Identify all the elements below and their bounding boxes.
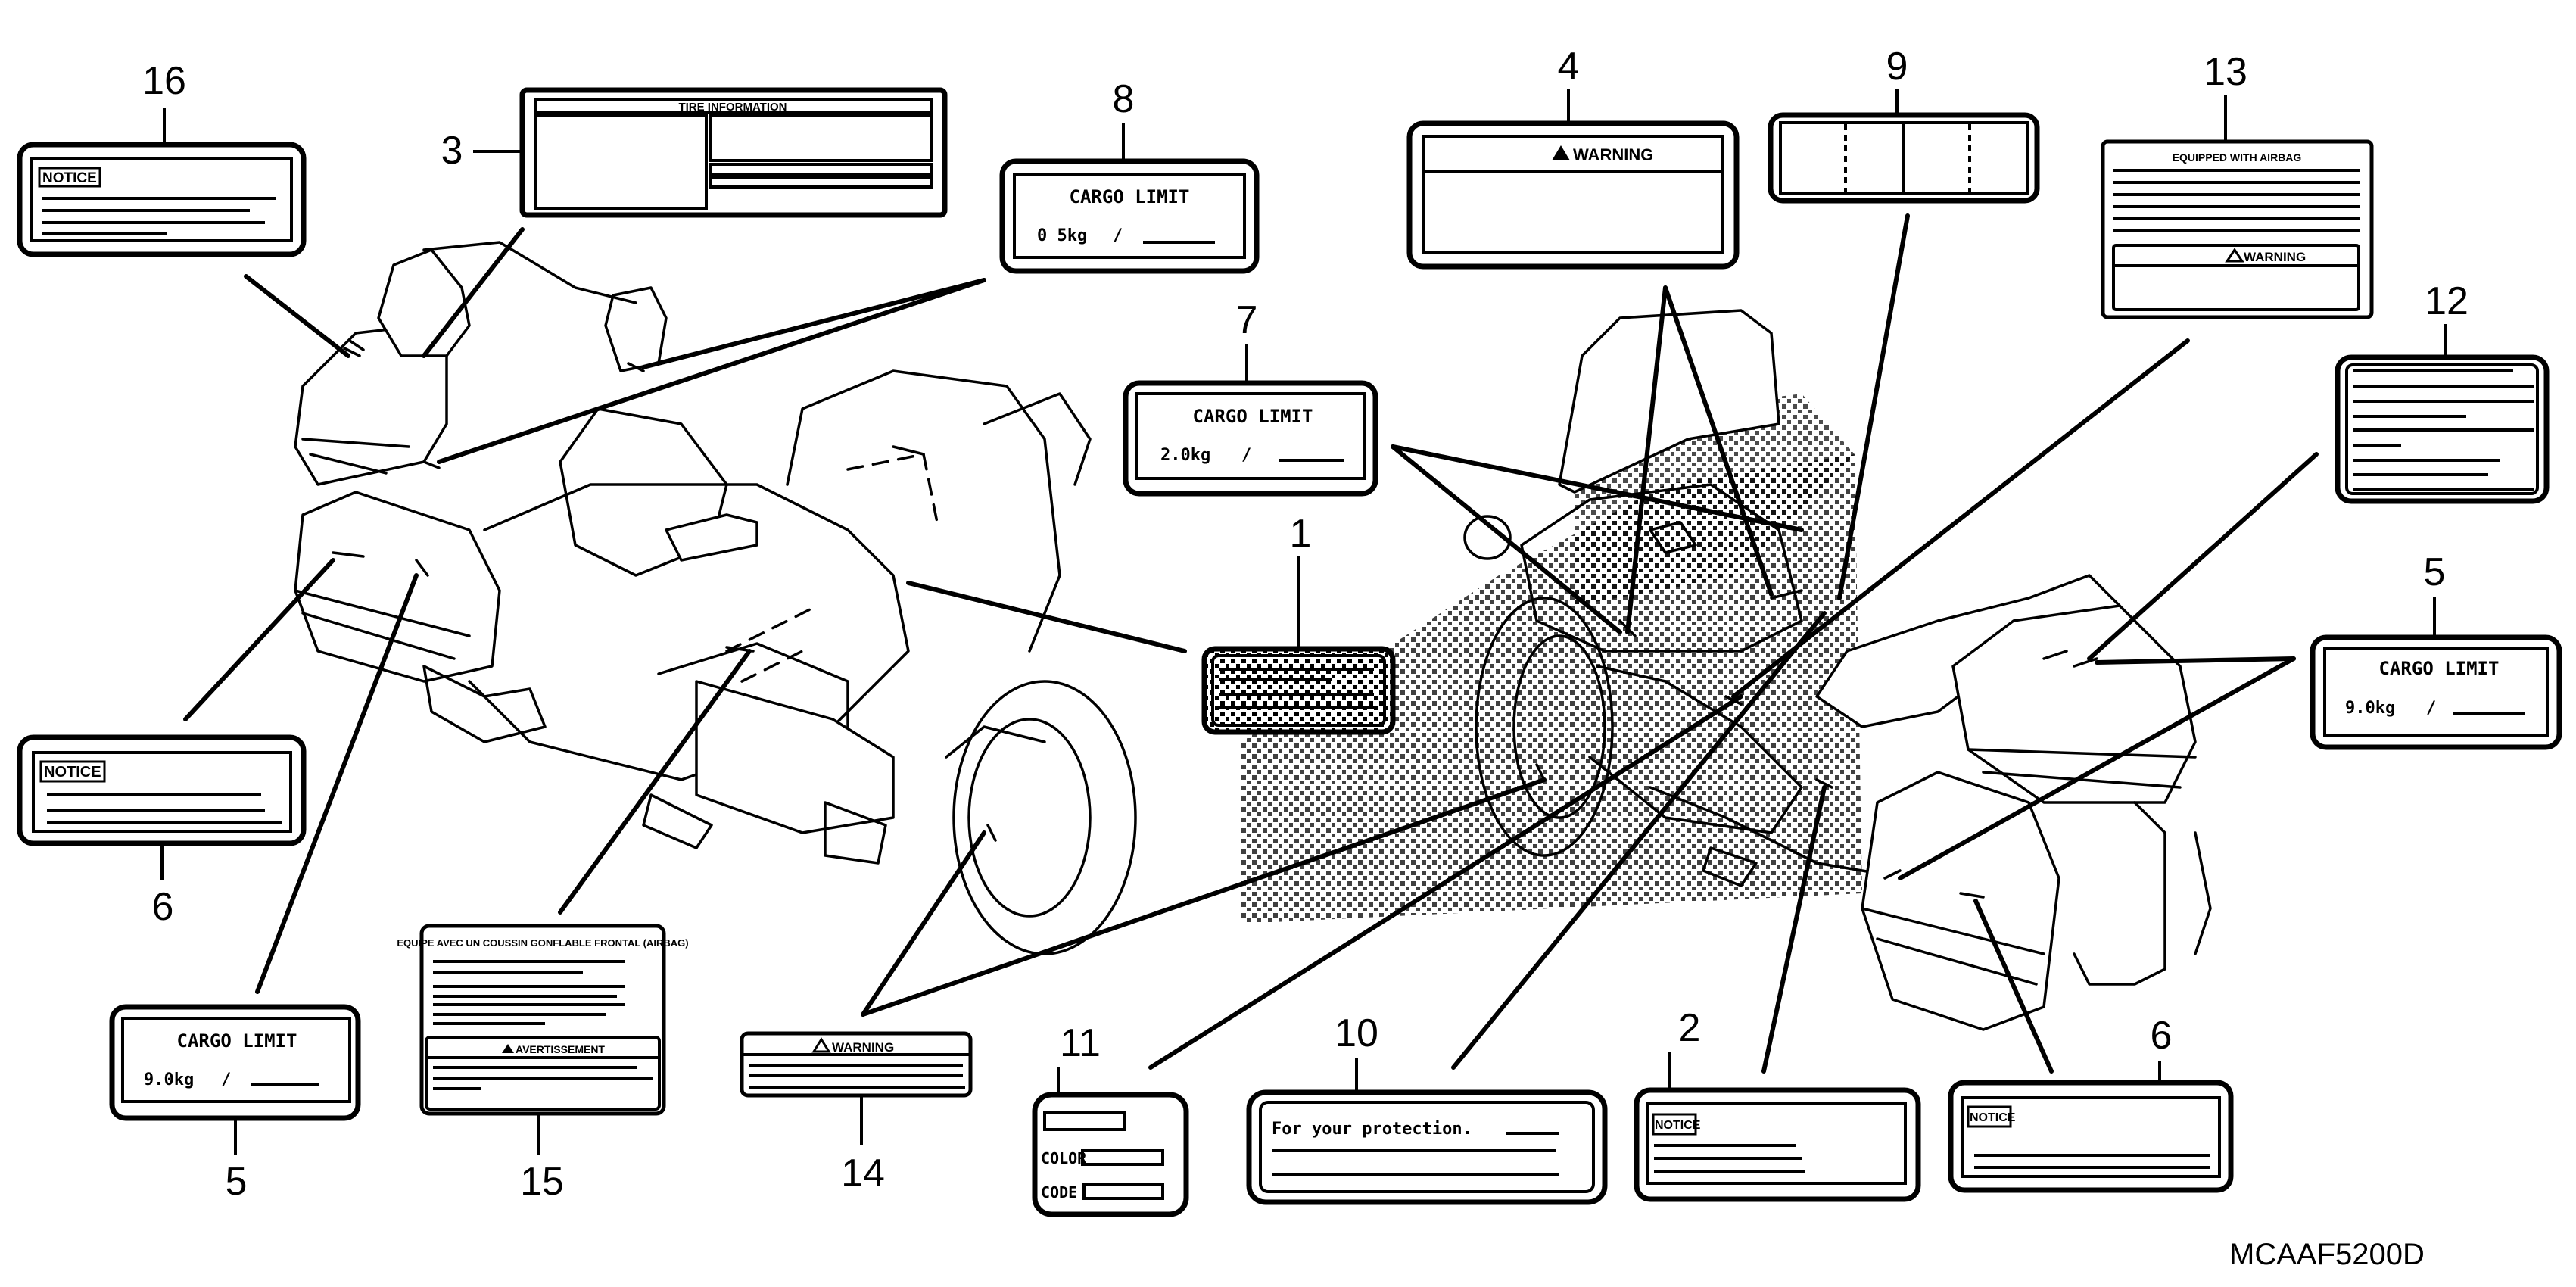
callout-number: 2 — [1679, 1006, 1701, 1050]
warning-triangle-icon — [502, 1044, 514, 1053]
callout-number: 13 — [2204, 50, 2247, 94]
callout-number: 6 — [2151, 1014, 2173, 1058]
protection-text: For your protection. — [1272, 1120, 1472, 1139]
cargo-limit-value: 9.0kg — [144, 1070, 194, 1089]
callout-2[interactable]: 2 NOTICE — [1634, 1006, 1921, 1202]
notice-badge: NOTICE — [44, 764, 101, 781]
callout-6-right[interactable]: 6 NOTICE — [1948, 1014, 2234, 1193]
diagram-code: MCAAF5200D — [2229, 1238, 2425, 1271]
callout-number: 16 — [142, 59, 186, 103]
notice-badge: NOTICE — [42, 170, 97, 186]
callout-5-right[interactable]: 5 CARGO LIMIT 9.0kg / — [2310, 550, 2562, 750]
callout-9[interactable]: 9 — [1768, 45, 2040, 204]
warning-triangle-icon — [1552, 145, 1570, 160]
callout-number: 11 — [1060, 1021, 1101, 1065]
notice-badge: NOTICE — [1970, 1111, 2016, 1124]
callout-number: 1 — [1290, 512, 1312, 556]
callout-number: 7 — [1236, 298, 1258, 342]
cargo-limit-value: 2.0kg — [1160, 446, 1210, 465]
airbag-warning: WARNING — [2244, 250, 2306, 264]
motorcycle-left-illustration — [294, 241, 1137, 955]
cargo-limit-heading: CARGO LIMIT — [1193, 406, 1313, 427]
callout-10[interactable]: 10 For your protection. — [1246, 1011, 1608, 1205]
callout-11[interactable]: 11 COLOR CODE — [1032, 1021, 1189, 1217]
cargo-limit-separator: / — [1113, 226, 1123, 245]
callout-number: 10 — [1335, 1011, 1378, 1055]
callout-3[interactable]: 3 TIRE INFORMATION — [441, 87, 948, 218]
callout-number: 6 — [152, 885, 174, 929]
tire-info-title: TIRE INFORMATION — [678, 101, 787, 114]
callout-15[interactable]: EQUIPE AVEC UN COUSSIN GONFLABLE FRONTAL… — [397, 924, 689, 1204]
callout-number: 15 — [520, 1160, 564, 1204]
callout-number: 9 — [1886, 45, 1908, 89]
callout-13[interactable]: 13 EQUIPPED WITH AIRBAG WARNING — [2101, 50, 2374, 319]
callout-5-left[interactable]: CARGO LIMIT 9.0kg / 5 — [109, 1004, 361, 1204]
cargo-limit-heading: CARGO LIMIT — [2379, 658, 2500, 679]
color-field-label: COLOR — [1041, 1149, 1087, 1167]
callout-12[interactable]: 12 — [2335, 279, 2550, 504]
callout-4[interactable]: 4 WARNING — [1406, 45, 1740, 270]
warning-triangle-icon — [811, 1037, 831, 1053]
cargo-limit-value: 0 5kg — [1037, 226, 1087, 245]
cargo-limit-separator: / — [2426, 699, 2436, 718]
notice-badge: NOTICE — [1655, 1119, 1701, 1132]
callout-number: 4 — [1558, 45, 1580, 89]
airbag-title: EQUIPPED WITH AIRBAG — [2173, 151, 2302, 164]
callout-number: 5 — [226, 1160, 248, 1204]
callout-14[interactable]: WARNING 14 — [740, 1031, 973, 1195]
leader-lines — [183, 213, 2319, 1074]
cargo-limit-value: 9.0kg — [2345, 699, 2395, 718]
airbag-warning-fr: AVERTISSEMENT — [516, 1043, 605, 1055]
callout-number: 8 — [1113, 77, 1135, 121]
cargo-limit-separator: / — [1241, 446, 1251, 465]
callout-8[interactable]: 8 CARGO LIMIT 0 5kg / — [999, 77, 1260, 274]
code-field-label: CODE — [1041, 1183, 1077, 1201]
callout-number: 5 — [2424, 550, 2446, 594]
cargo-limit-separator: / — [221, 1070, 231, 1089]
callout-number: 14 — [841, 1151, 885, 1195]
warning-heading: WARNING — [1573, 145, 1653, 164]
callout-number: 12 — [2425, 279, 2469, 323]
callout-number: 3 — [441, 129, 463, 173]
airbag-title-fr: EQUIPE AVEC UN COUSSIN GONFLABLE FRONTAL… — [397, 937, 688, 949]
warning-triangle-icon — [2225, 248, 2244, 263]
callout-7[interactable]: 7 CARGO LIMIT 2.0kg / — [1123, 298, 1378, 497]
callout-1[interactable]: 1 — [1201, 512, 1396, 735]
callout-6-left[interactable]: NOTICE 6 — [17, 734, 307, 929]
cargo-limit-heading: CARGO LIMIT — [177, 1030, 297, 1052]
warning-heading: WARNING — [832, 1040, 894, 1055]
motorcycle-right-illustration — [1463, 309, 2212, 1031]
cargo-limit-heading: CARGO LIMIT — [1070, 186, 1190, 207]
callout-16[interactable]: 16 NOTICE — [17, 59, 307, 257]
